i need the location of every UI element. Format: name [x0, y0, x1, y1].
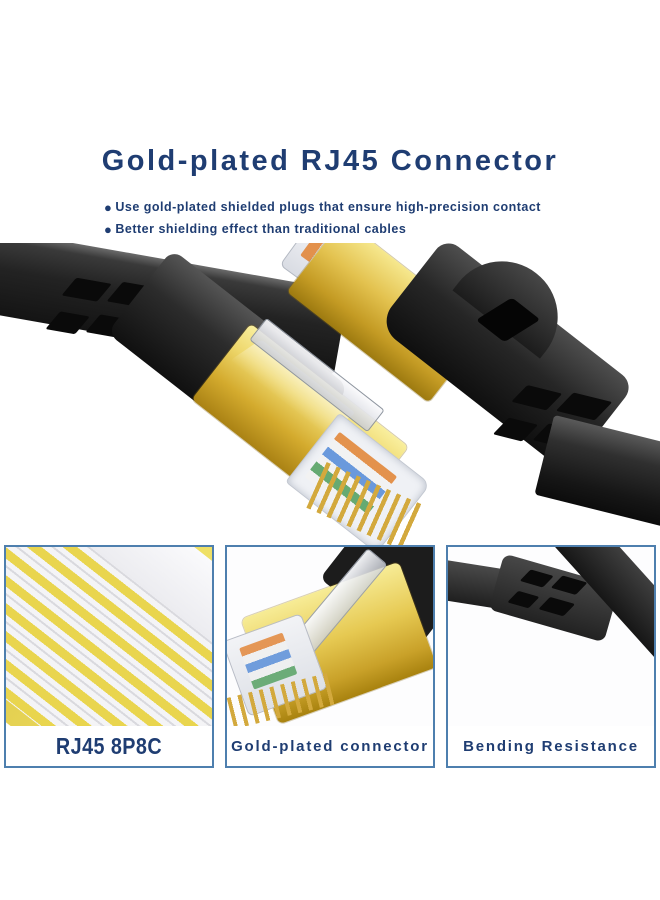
- feature-bullets: ● Use gold-plated shielded plugs that en…: [104, 199, 644, 243]
- feature-panel-gold-plated-connector: Gold-plated connector: [225, 545, 435, 768]
- panel-label: Gold-plated connector: [231, 737, 429, 755]
- vent-hole: [492, 417, 539, 442]
- vent-hole: [550, 575, 588, 595]
- connector-pin-stripes: [6, 547, 212, 726]
- feature-panel-rj45-8p8c: RJ45 8P8C: [4, 545, 214, 768]
- feature-panel-bending-resistance: Bending Resistance: [446, 545, 656, 768]
- gold-connector-photo: [227, 547, 433, 726]
- bent-cable-photo: [448, 547, 654, 726]
- feature-panels: RJ45 8P8C Gold-plated connector: [4, 545, 656, 768]
- feature-bullet: ● Use gold-plated shielded plugs that en…: [104, 199, 644, 221]
- bullet-text: Use gold-plated shielded plugs that ensu…: [115, 200, 541, 214]
- vent-hole: [507, 590, 540, 609]
- page-title: Gold-plated RJ45 Connector: [101, 145, 559, 177]
- vent-hole: [511, 385, 563, 411]
- feature-bullet: ● Better shielding effect than tradition…: [104, 221, 644, 243]
- panel-label: Bending Resistance: [463, 737, 639, 755]
- bullet-icon: ●: [104, 200, 113, 215]
- bullet-icon: ●: [104, 222, 113, 237]
- bullet-text: Better shielding effect than traditional…: [115, 222, 407, 236]
- flat-cable-right: [534, 414, 660, 534]
- panel-label: RJ45 8P8C: [55, 732, 163, 759]
- rj45-pins-closeup-photo: [6, 547, 212, 726]
- hero-product-photo: [0, 243, 660, 545]
- vent-hole: [45, 311, 90, 335]
- vent-hole: [519, 569, 554, 588]
- vent-hole: [61, 277, 112, 302]
- vent-hole: [538, 596, 576, 617]
